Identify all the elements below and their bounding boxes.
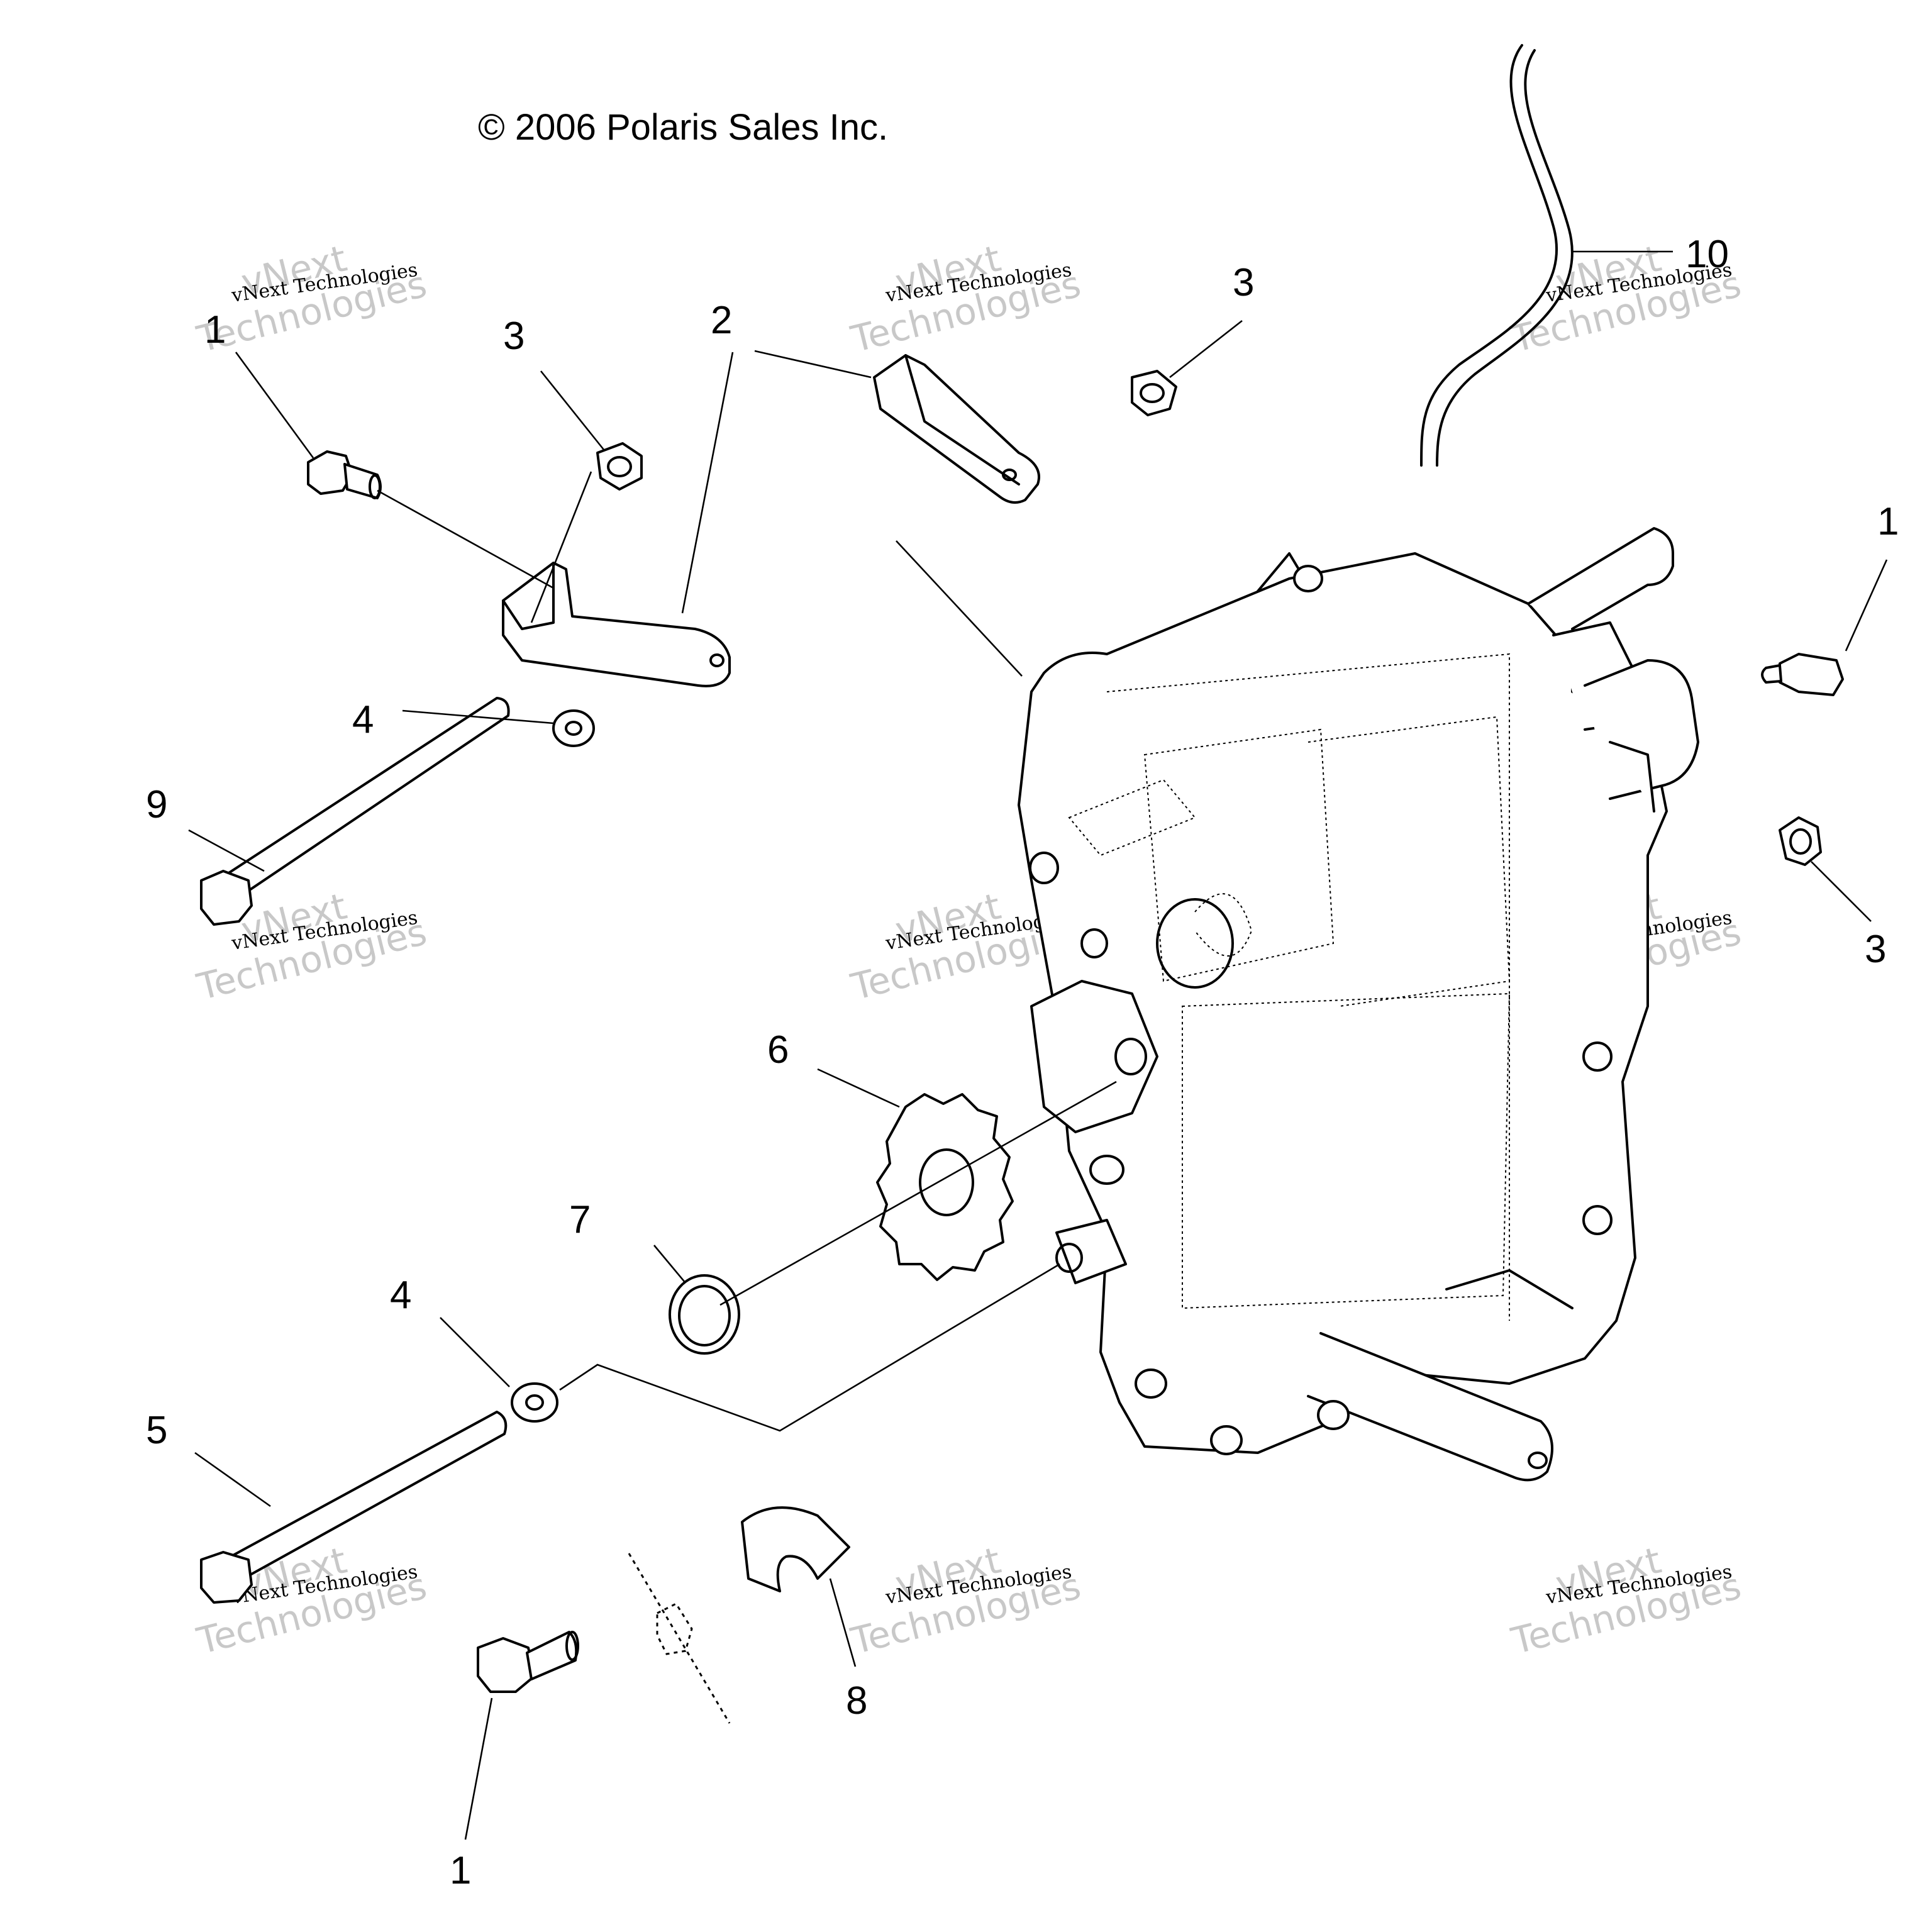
callout-10: 10	[1685, 233, 1729, 276]
callout-1-right: 1	[1877, 500, 1899, 543]
part-1-bolt-top-left	[307, 450, 382, 499]
callout-6: 6	[767, 1028, 789, 1072]
part-4-washer-bottom	[511, 1382, 558, 1423]
callout-1-top-left: 1	[204, 308, 226, 352]
callout-3-right: 3	[1865, 928, 1886, 971]
part-1-bolt-bottom	[477, 1631, 579, 1693]
watermark-bottom-center: Technologies vNext vNext Technologies	[847, 1539, 1085, 1663]
watermark-top-center: Technologies vNext vNext Technologies	[847, 237, 1085, 361]
part-10-cable	[1420, 44, 1574, 467]
callout-4-top: 4	[352, 698, 374, 741]
callout-8: 8	[846, 1679, 867, 1723]
part-5-long-bolt	[200, 1411, 508, 1604]
callout-4-bottom: 4	[390, 1274, 411, 1317]
part-8-retainer	[741, 1506, 850, 1592]
part-1-bolt-right	[1761, 653, 1844, 696]
callout-2: 2	[711, 299, 732, 342]
copyright-text: © 2006 Polaris Sales Inc.	[478, 107, 888, 148]
watermark-bottom-right: Technologies vNext vNext Technologies	[1507, 1539, 1745, 1663]
part-7-snap-ring	[669, 1274, 740, 1355]
transmission-assembly	[1018, 527, 1699, 1482]
part-9-long-bolt	[200, 697, 510, 926]
part-2-bracket-left	[502, 562, 731, 687]
part-6-sprocket	[876, 1093, 1014, 1281]
callout-9: 9	[146, 783, 167, 826]
leader-lines	[188, 250, 1888, 1840]
callout-1-bottom: 1	[450, 1849, 471, 1892]
part-3-nut-right	[1779, 816, 1822, 866]
callout-7: 7	[569, 1198, 591, 1241]
part-4-washer-top	[552, 709, 595, 747]
part-3-nut-top-center	[1131, 370, 1177, 416]
callout-3-top-left: 3	[503, 314, 525, 358]
callout-5: 5	[146, 1409, 167, 1452]
callout-3-top-center: 3	[1233, 261, 1254, 304]
part-2-bracket-upper	[873, 354, 1040, 504]
part-3-nut-top-left	[596, 442, 643, 491]
watermark-top-left: Technologies vNext vNext Technologies	[192, 237, 431, 361]
dashed-pin	[628, 1553, 731, 1724]
